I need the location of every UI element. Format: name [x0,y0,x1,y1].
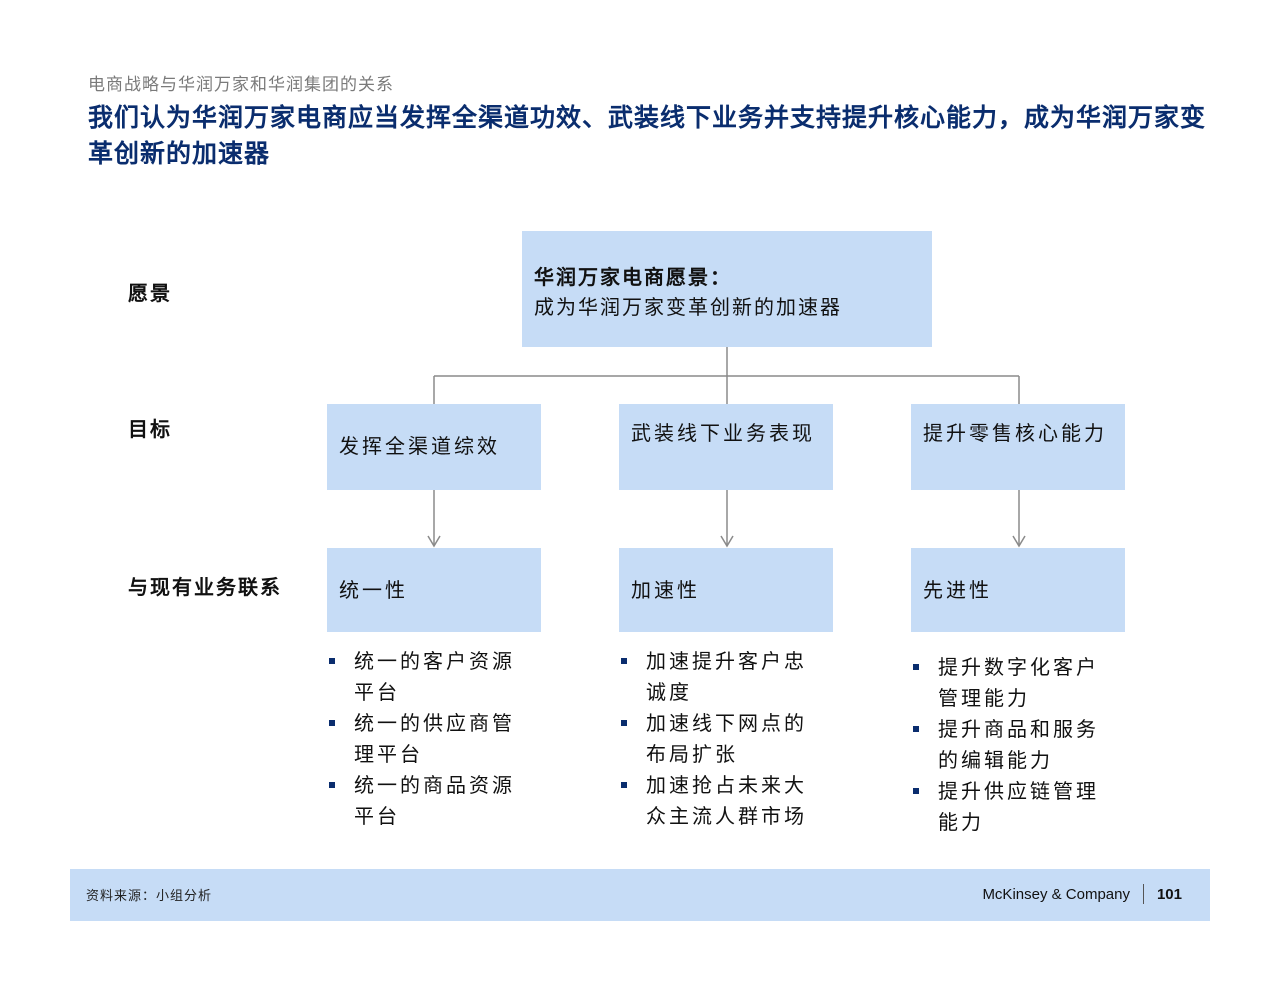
arrow-head-3 [1012,535,1026,548]
bullet-item: 提升供应链管理能力 [911,776,1121,838]
slide-subtitle: 电商战略与华润万家和华润集团的关系 [88,75,394,95]
bullet-item: 统一的客户资源平台 [327,646,537,708]
arrow-head-1 [427,535,441,548]
footer-divider [1143,884,1144,904]
row-label-vision: 愿景 [128,281,172,305]
bullet-item: 统一的供应商管理平台 [327,708,537,770]
link-box-2: 加速性 [619,548,833,632]
brand-name: McKinsey & Company [982,886,1130,903]
bullet-item: 统一的商品资源平台 [327,770,537,832]
link-text-1: 统一性 [339,578,408,602]
arrow-head-2 [720,535,734,548]
row-label-goal: 目标 [128,417,172,441]
bullet-item: 加速抢占未来大众主流人群市场 [619,770,829,832]
bullet-item: 提升商品和服务的编辑能力 [911,714,1121,776]
link-text-2: 加速性 [631,578,700,602]
row-label-link: 与现有业务联系 [128,575,282,599]
link-text-3: 先进性 [923,578,992,602]
goal-text-1: 发挥全渠道综效 [339,434,500,458]
source-note: 资料来源：小组分析 [86,889,213,904]
goal-box-3: 提升零售核心能力 [911,404,1125,490]
bullet-list-3: 提升数字化客户管理能力 提升商品和服务的编辑能力 提升供应链管理能力 [911,652,1121,838]
bullet-item: 提升数字化客户管理能力 [911,652,1121,714]
goal-box-2: 武装线下业务表现 [619,404,833,490]
link-box-1: 统一性 [327,548,541,632]
link-box-3: 先进性 [911,548,1125,632]
goal-text-3: 提升零售核心能力 [923,421,1107,445]
goal-box-1: 发挥全渠道综效 [327,404,541,490]
page-number: 101 [1156,886,1182,903]
goal-text-2: 武装线下业务表现 [631,421,815,445]
bullet-item: 加速提升客户忠诚度 [619,646,829,708]
vision-text: 成为华润万家变革创新的加速器 [534,295,842,319]
bullet-list-2: 加速提升客户忠诚度 加速线下网点的布局扩张 加速抢占未来大众主流人群市场 [619,646,829,832]
slide-headline: 我们认为华润万家电商应当发挥全渠道功效、武装线下业务并支持提升核心能力，成为华润… [88,103,1207,168]
vision-title: 华润万家电商愿景： [534,265,732,289]
bullet-item: 加速线下网点的布局扩张 [619,708,829,770]
bullet-list-1: 统一的客户资源平台 统一的供应商管理平台 统一的商品资源平台 [327,646,537,832]
footer-bar: 资料来源：小组分析 McKinsey & Company 101 [70,869,1210,921]
vision-box: 华润万家电商愿景： 成为华润万家变革创新的加速器 [522,231,932,347]
